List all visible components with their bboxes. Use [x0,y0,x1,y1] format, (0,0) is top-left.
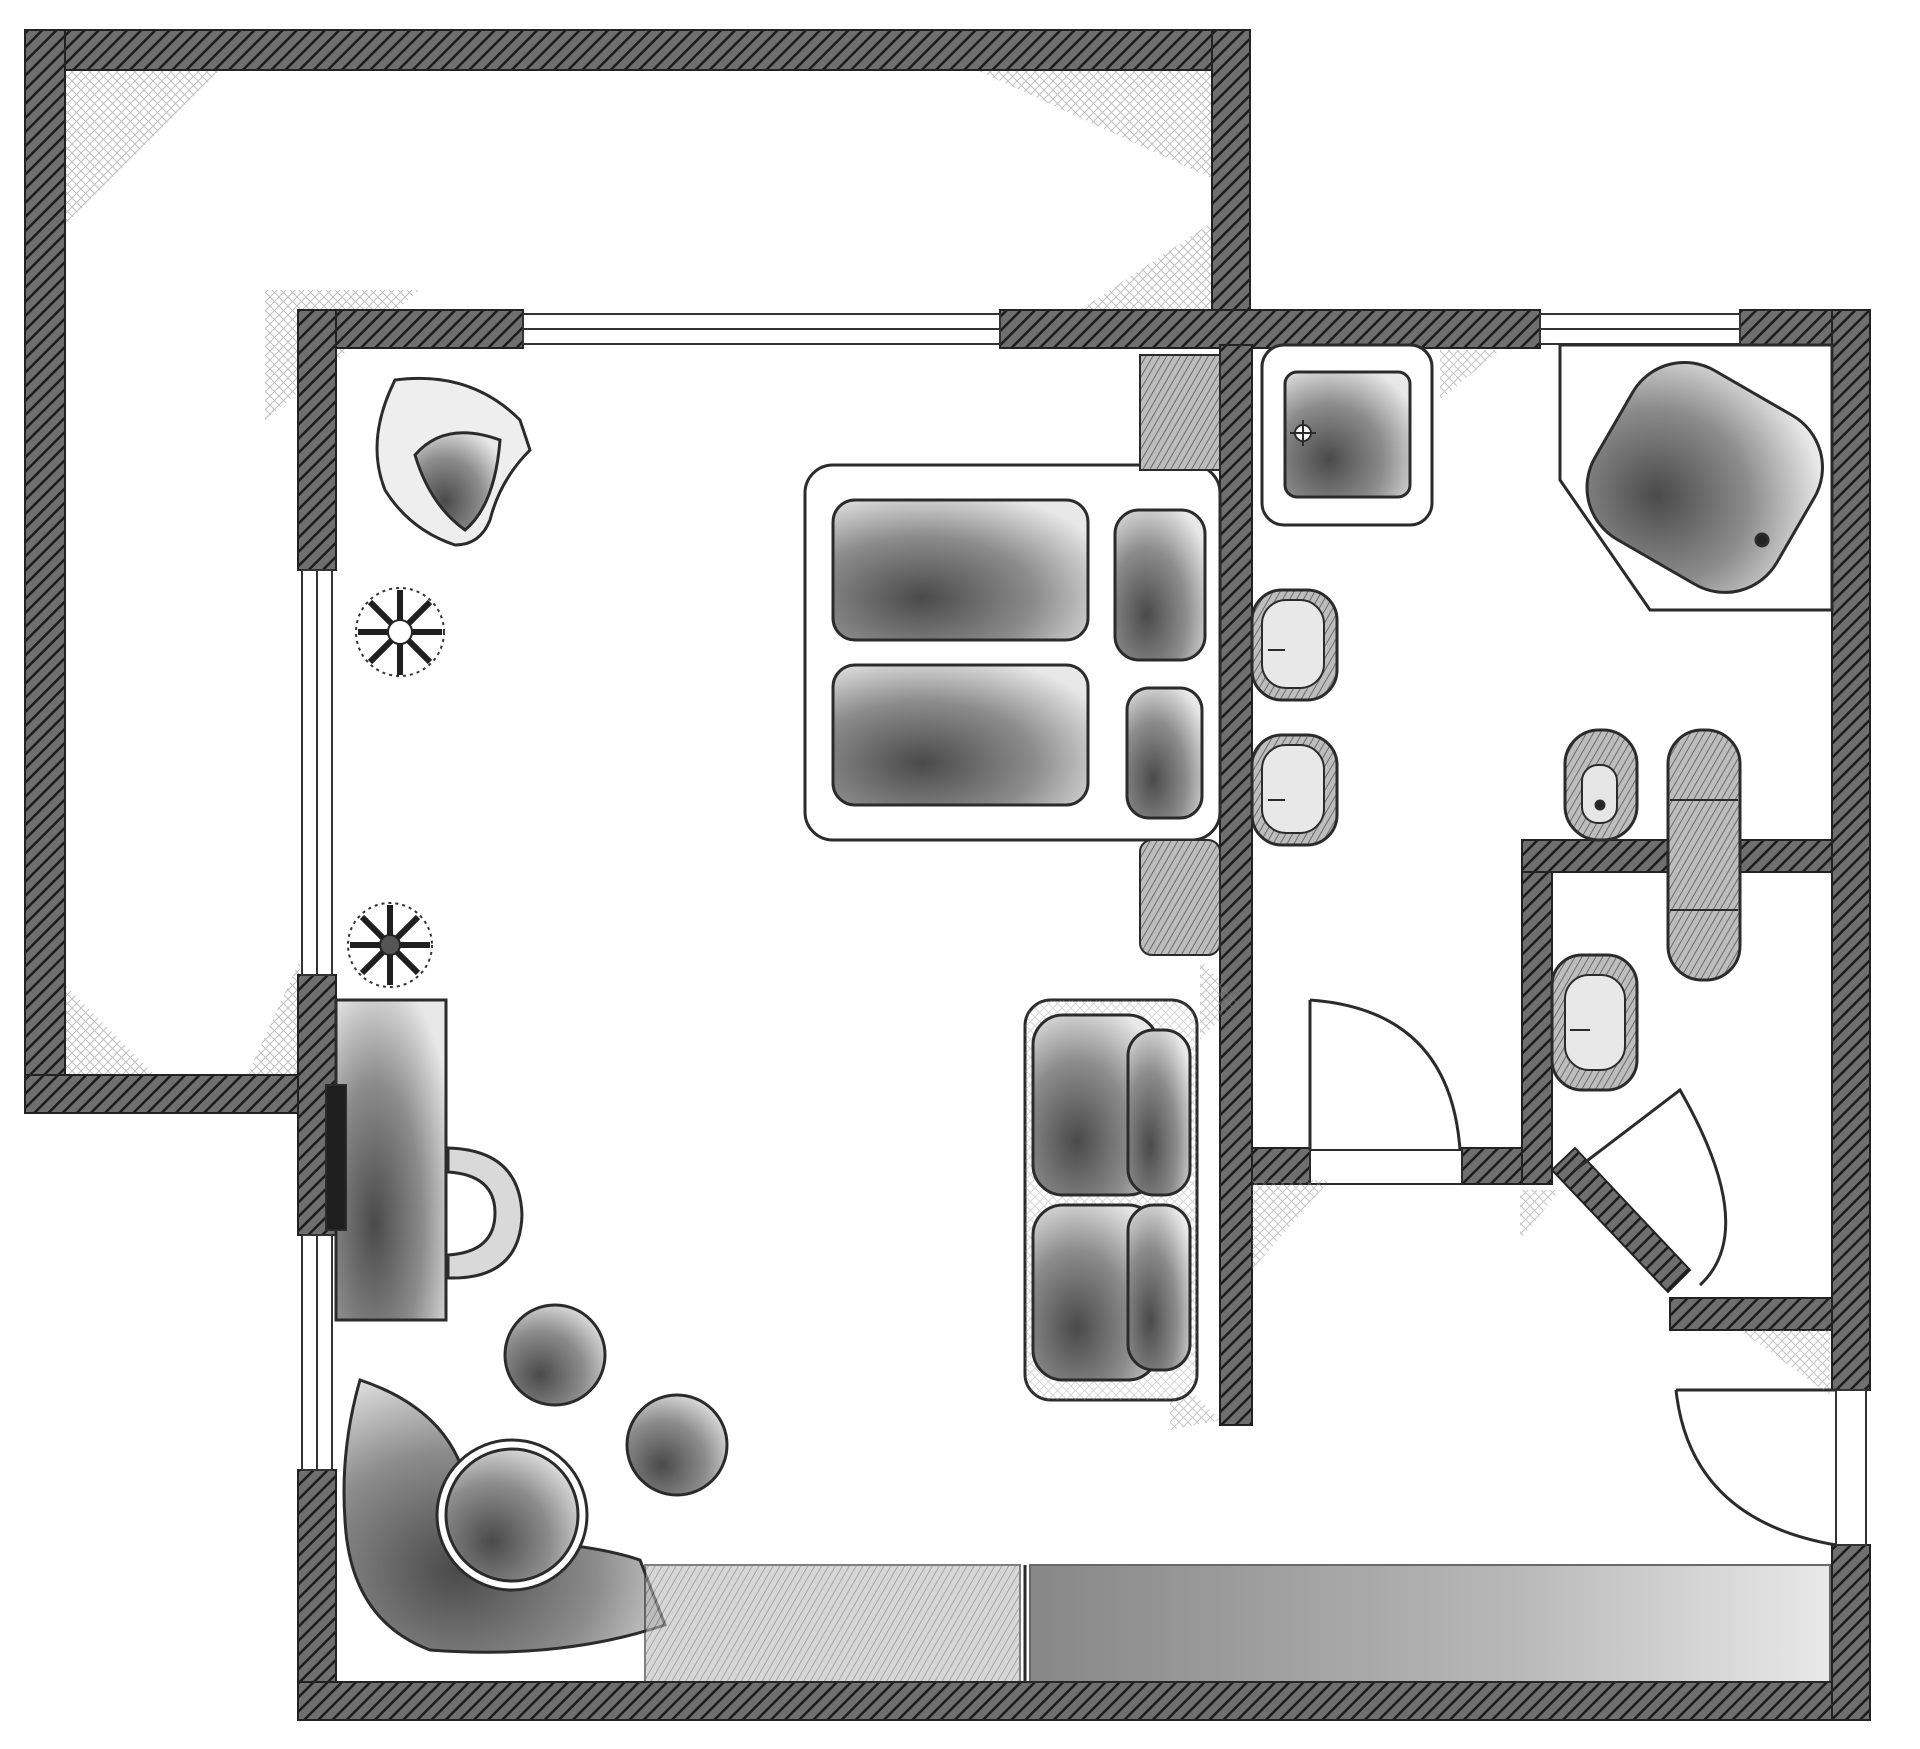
washbasin[interactable] [1250,588,1339,702]
entrance-door[interactable] [1674,1388,1837,1547]
window-west-upper [301,569,333,976]
doors [1308,998,1837,1547]
round-table[interactable] [435,1438,589,1592]
window-west-lower [301,1234,333,1471]
wardrobe[interactable] [644,1564,1831,1683]
wall-shadow-hatching [1170,350,1830,1430]
bathroom-door[interactable] [1308,998,1463,1185]
nightstand [1139,354,1221,956]
round-stool[interactable] [503,1303,607,1407]
wc-door[interactable] [1574,1087,1728,1287]
bidet[interactable] [1563,728,1639,842]
desk[interactable] [325,998,448,1322]
exterior-walls [297,309,1871,1721]
bathroom-fixtures [1250,340,1844,1092]
desk-chair[interactable] [446,1146,524,1280]
double-bed[interactable] [803,463,1222,842]
terrace-parapet [24,29,1251,1114]
potted-plant [355,587,445,677]
window-east-entry [1835,1389,1867,1546]
window-north-living [522,313,1001,345]
living-bedroom-furniture [325,354,1831,1683]
bathtub[interactable] [1558,340,1844,614]
lounge-armchair[interactable] [375,376,532,547]
terrace-area [24,29,1251,1114]
washbasin[interactable] [1250,733,1339,847]
window-north-bath [1539,313,1741,345]
washbasin[interactable] [1550,953,1639,1092]
two-seat-sofa[interactable] [1023,998,1199,1402]
potted-plant [347,902,433,988]
toilet[interactable] [1666,728,1742,982]
round-stool[interactable] [625,1393,729,1497]
windows [301,313,1867,1546]
interior-walls [1219,344,1833,1426]
shower-tray[interactable] [1260,343,1434,527]
